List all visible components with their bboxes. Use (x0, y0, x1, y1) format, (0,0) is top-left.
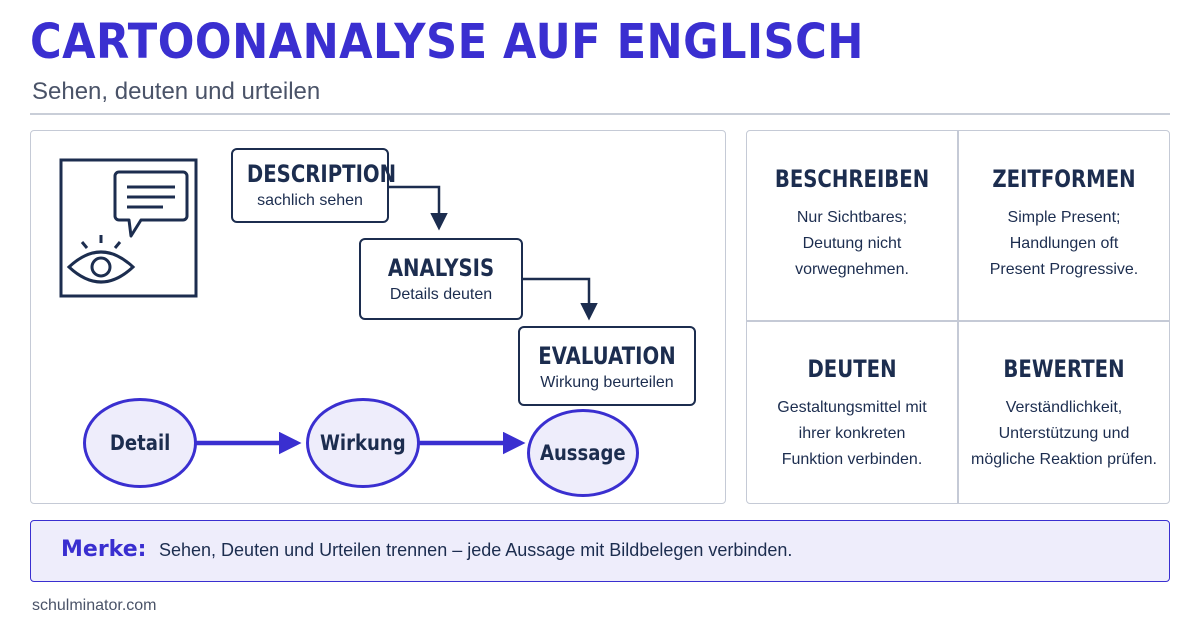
step-analysis: ANALYSIS Details deuten (359, 238, 523, 320)
footer-site: schulminator.com (32, 597, 157, 614)
chain-node-aussage: Aussage (527, 409, 639, 497)
step-subtitle: Details deuten (389, 286, 493, 303)
chain-node-label: Detail (109, 431, 171, 455)
grid-cell-deuten: DEUTEN Gestaltungsmittel mit ihrer konkr… (747, 355, 957, 473)
step-title: EVALUATION (538, 342, 676, 370)
merke-box: Merke: Sehen, Deuten und Urteilen trenne… (30, 520, 1170, 582)
grid-divider-horizontal (747, 320, 1169, 322)
grid-cell-text: Simple Present; Handlungen oft Present P… (989, 209, 1139, 278)
grid-cell-title: BEWERTEN (1003, 355, 1125, 383)
grid-cell-text: Nur Sichtbares; Deutung nicht vorwegnehm… (795, 209, 909, 278)
grid-cell-title: BESCHREIBEN (774, 165, 930, 193)
connector-analysis-evaluation (523, 277, 598, 321)
merke-text: Sehen, Deuten und Urteilen trennen – jed… (159, 540, 793, 560)
page-subtitle: Sehen, deuten und urteilen (32, 78, 321, 105)
grid-cell-bewerten: BEWERTEN Verständlichkeit, Unterstützung… (959, 355, 1169, 473)
grid-cell-beschreiben: BESCHREIBEN Nur Sichtbares; Deutung nich… (747, 165, 957, 283)
connector-description-analysis (389, 185, 448, 231)
info-grid: BESCHREIBEN Nur Sichtbares; Deutung nich… (746, 130, 1170, 504)
flow-panel: DESCRIPTION sachlich sehen ANALYSIS Deta… (30, 130, 726, 504)
step-evaluation: EVALUATION Wirkung beurteilen (518, 326, 696, 406)
step-title: ANALYSIS (387, 254, 495, 282)
grid-cell-text: Gestaltungsmittel mit ihrer konkreten Fu… (777, 399, 927, 468)
chain-node-label: Wirkung (320, 431, 406, 455)
grid-divider-vertical (957, 131, 959, 503)
grid-cell-text: Verständlichkeit, Unterstützung und mögl… (971, 399, 1157, 468)
eye-speech-bubble-icon (59, 158, 198, 298)
chain-node-detail: Detail (83, 398, 197, 488)
step-description: DESCRIPTION sachlich sehen (231, 148, 397, 223)
chain-node-label: Aussage (540, 441, 626, 465)
grid-cell-zeitformen: ZEITFORMEN Simple Present; Handlungen of… (959, 165, 1169, 283)
flow-connectors (59, 158, 598, 455)
page-title: CARTOONANALYSE AUF ENGLISCH (30, 14, 864, 70)
grid-cell-title: ZEITFORMEN (992, 165, 1136, 193)
merke-label: Merke: (61, 537, 147, 562)
step-title: DESCRIPTION (246, 160, 397, 188)
chain-node-wirkung: Wirkung (306, 398, 420, 488)
header-divider (30, 113, 1170, 115)
step-subtitle: sachlich sehen (257, 192, 363, 209)
grid-cell-title: DEUTEN (807, 355, 897, 383)
step-subtitle: Wirkung beurteilen (540, 374, 674, 391)
